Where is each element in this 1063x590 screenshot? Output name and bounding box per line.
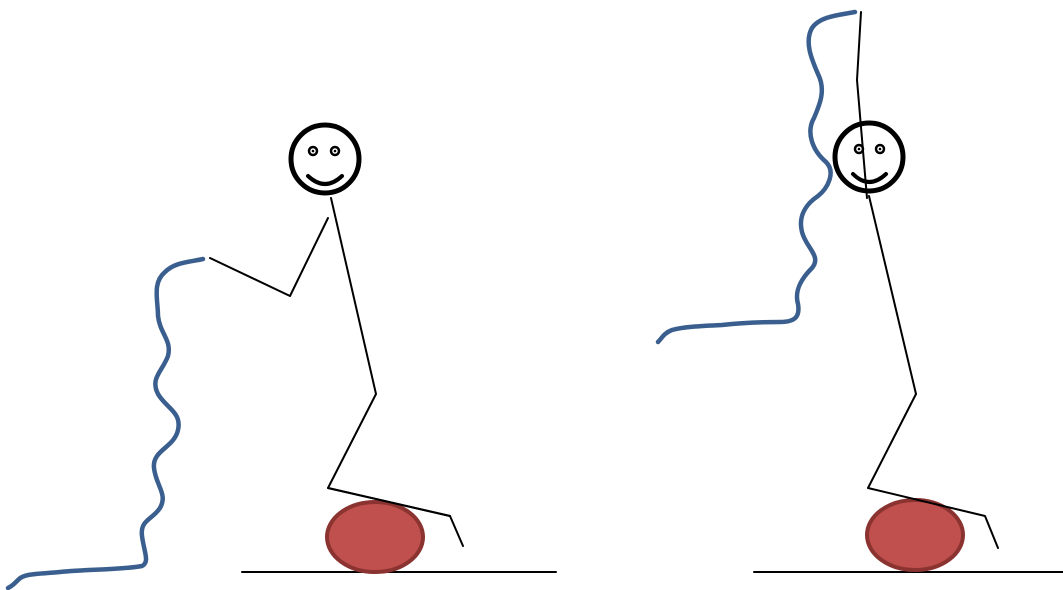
left-figure xyxy=(8,125,556,588)
ball-icon xyxy=(327,502,423,572)
smiley-face-icon xyxy=(291,125,359,193)
smiley-face-icon xyxy=(835,123,903,191)
arm-left xyxy=(210,218,328,296)
rope-right xyxy=(658,12,855,342)
right-figure xyxy=(658,12,1063,572)
torso-right xyxy=(869,196,916,394)
arm-right xyxy=(857,12,867,198)
torso-left xyxy=(331,198,376,394)
ball-icon xyxy=(867,500,963,570)
rope-left xyxy=(8,259,203,588)
